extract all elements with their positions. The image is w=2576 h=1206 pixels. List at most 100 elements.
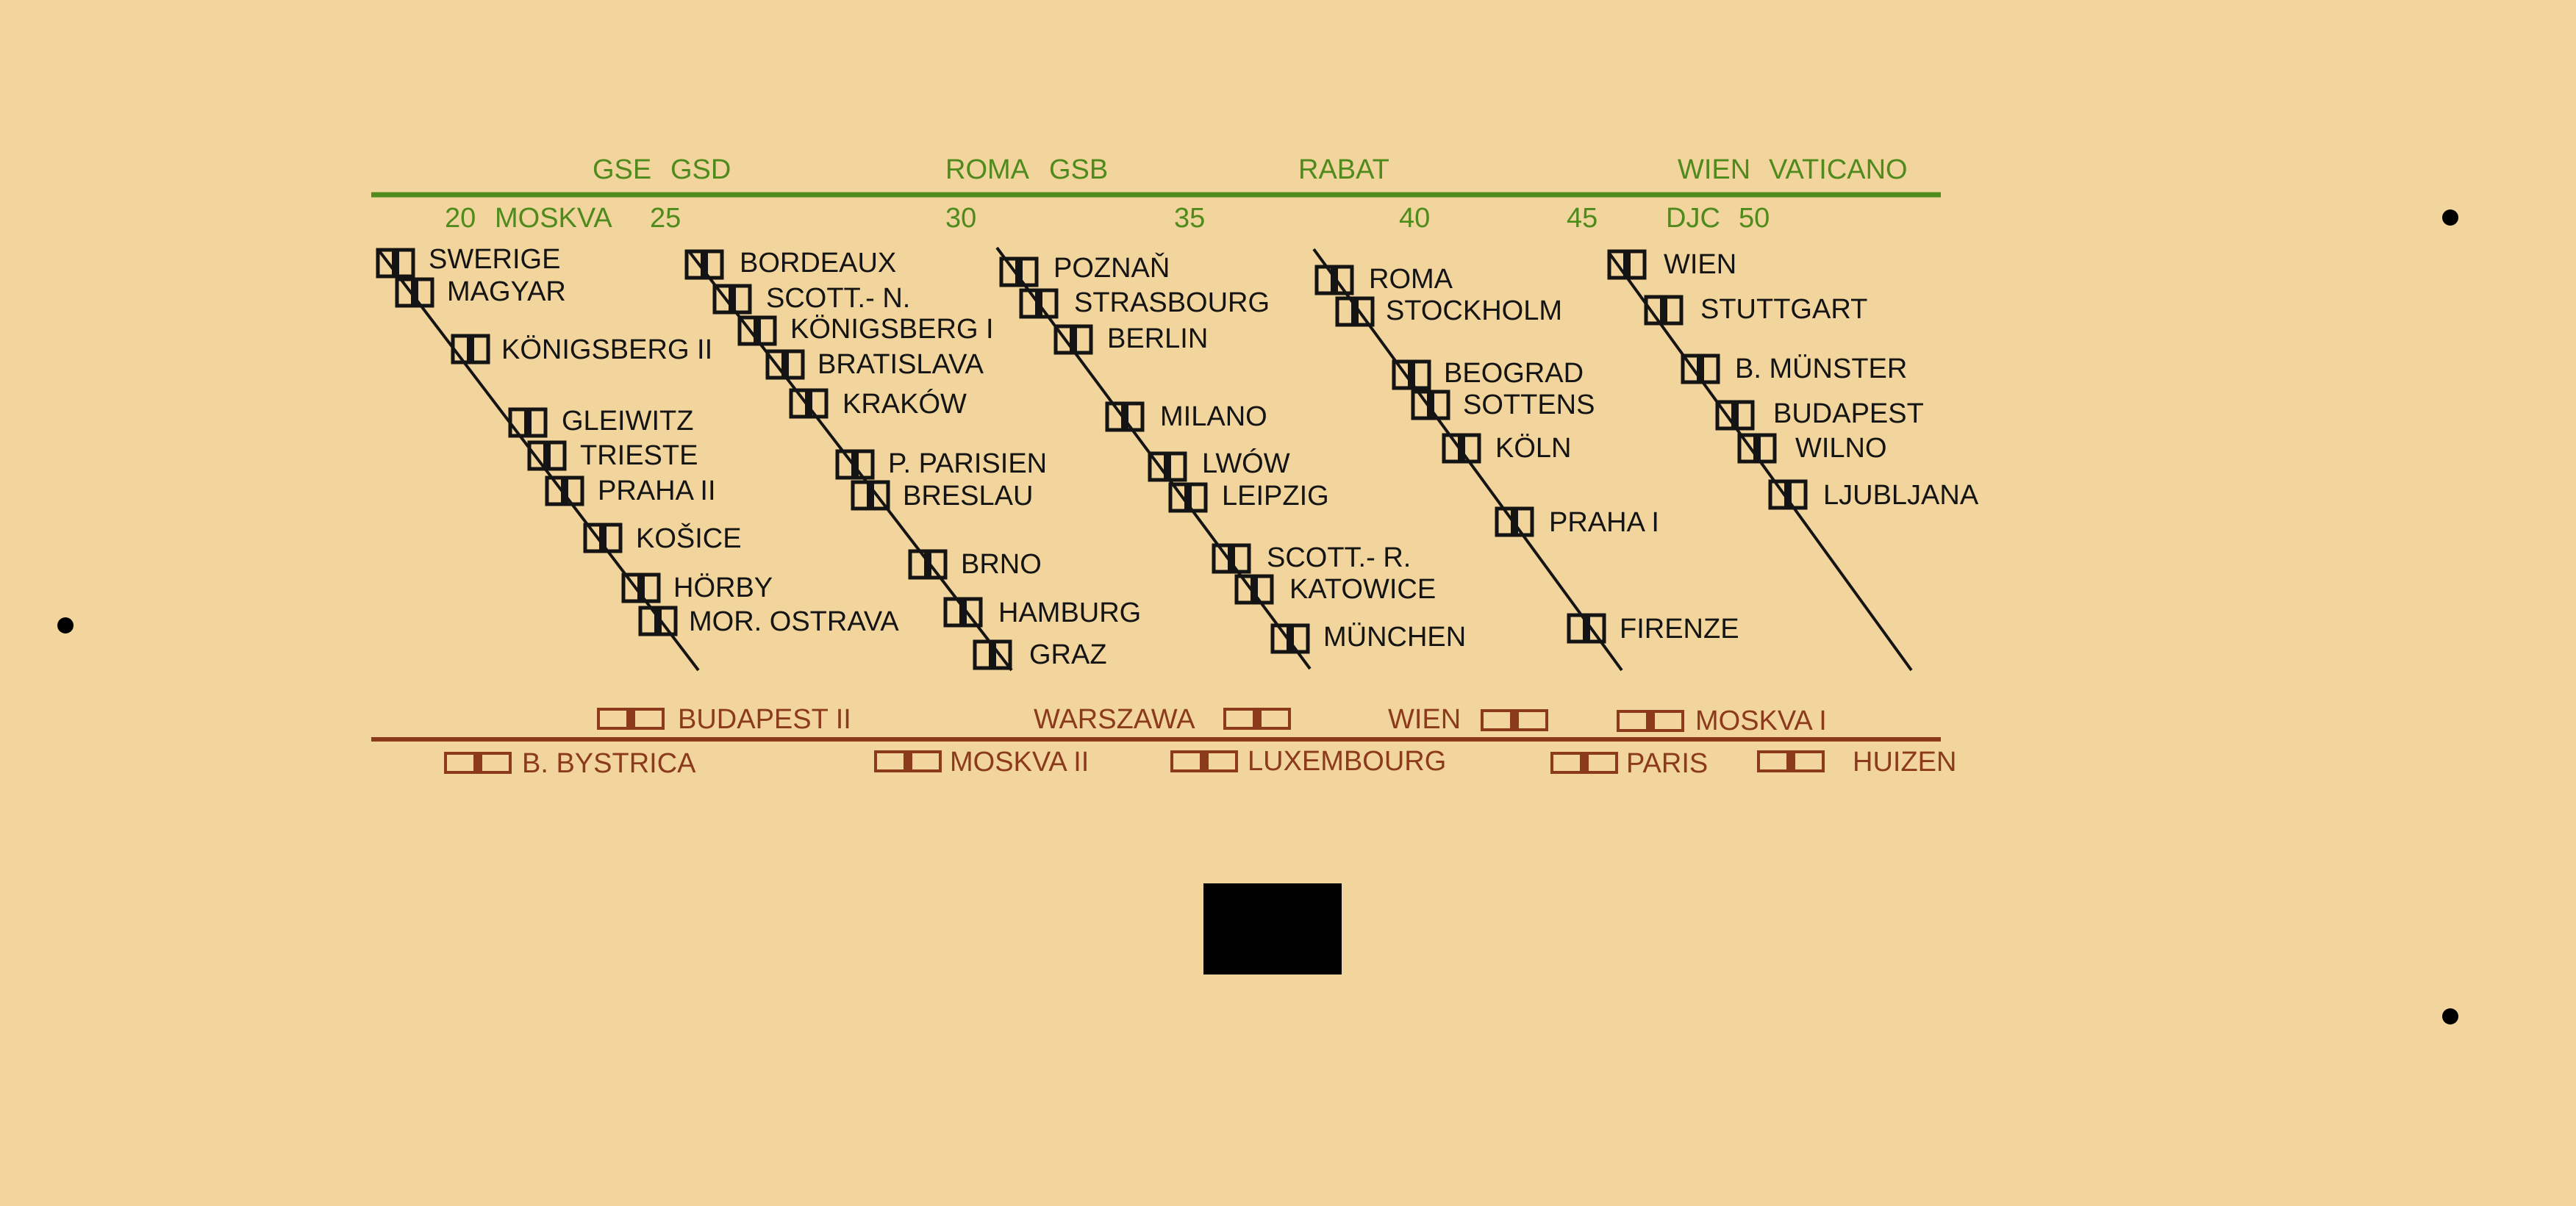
longwave-label: MOSKVA I <box>1695 706 1827 736</box>
station-label: MÜNCHEN <box>1323 622 1466 653</box>
station-label: KOŠICE <box>636 522 742 554</box>
station-label: GLEIWITZ <box>562 406 693 437</box>
station-label: BEOGRAD <box>1444 358 1584 389</box>
station-marker <box>1567 613 1606 644</box>
station-marker <box>376 248 415 279</box>
station-label: KÖNIGSBERG I <box>790 314 994 345</box>
mounting-hole <box>2442 1008 2458 1024</box>
station-marker <box>789 388 829 419</box>
station-label: SCOTT.- N. <box>766 283 910 314</box>
scale-label: 50 <box>1739 203 1770 234</box>
station-label: STOCKHOLM <box>1386 295 1562 326</box>
station-label: SCOTT.- R. <box>1267 542 1411 573</box>
station-marker <box>545 475 584 506</box>
station-marker <box>765 349 805 380</box>
top-label: RABAT <box>1298 154 1389 185</box>
longwave-marker <box>1550 752 1618 774</box>
top-label: GSB <box>1049 154 1108 185</box>
top-label: GSE <box>593 154 651 185</box>
station-label: BRESLAU <box>903 481 1033 512</box>
longwave-marker <box>597 708 665 730</box>
station-marker <box>1105 401 1145 432</box>
top-label: ROMA <box>945 154 1030 185</box>
station-marker <box>684 249 724 280</box>
scale-label: MOSKVA <box>495 203 612 234</box>
station-marker <box>395 277 434 308</box>
station-marker <box>527 440 567 471</box>
longwave-label: LUXEMBOURG <box>1248 746 1446 777</box>
station-label: GRAZ <box>1029 639 1107 670</box>
scale-label: 35 <box>1174 203 1205 234</box>
longwave-marker <box>1170 750 1238 772</box>
longwave-label: MOSKVA II <box>950 747 1089 778</box>
station-label: HAMBURG <box>998 597 1141 628</box>
station-marker <box>943 597 983 628</box>
station-label: WILNO <box>1795 433 1887 464</box>
longwave-marker <box>1757 750 1825 772</box>
station-marker <box>1148 451 1187 482</box>
station-marker <box>1737 433 1777 464</box>
station-label: KÖLN <box>1495 433 1571 464</box>
station-label: ROMA <box>1369 264 1453 295</box>
pointer-window <box>1203 883 1342 975</box>
station-label: STRASBOURG <box>1074 287 1270 318</box>
station-marker <box>583 523 623 553</box>
station-label: STUTTGART <box>1700 294 1867 325</box>
mounting-hole <box>2442 209 2458 226</box>
station-marker <box>999 256 1039 287</box>
mounting-hole <box>57 617 74 633</box>
longwave-marker <box>1617 710 1684 732</box>
station-marker <box>1314 265 1354 295</box>
station-label: LEIPZIG <box>1222 481 1329 512</box>
top-label: GSD <box>670 154 731 185</box>
station-marker <box>451 334 490 365</box>
scale-label: 30 <box>945 203 976 234</box>
station-marker <box>1392 359 1431 390</box>
station-marker <box>1495 506 1534 537</box>
station-marker <box>712 284 752 315</box>
longwave-marker <box>874 750 942 772</box>
station-marker <box>908 549 948 580</box>
scale-label: 45 <box>1567 203 1598 234</box>
longwave-marker <box>1481 709 1548 731</box>
station-marker <box>1681 353 1720 384</box>
station-marker <box>1270 623 1310 654</box>
station-marker <box>1234 574 1274 605</box>
station-label: MOR. OSTRAVA <box>689 606 899 637</box>
station-label: LWÓW <box>1202 448 1290 479</box>
longwave-label: HUIZEN <box>1853 747 1956 778</box>
scale-label: 40 <box>1399 203 1430 234</box>
station-marker <box>1644 295 1684 326</box>
station-label: SWERIGE <box>429 244 560 275</box>
station-marker <box>638 606 678 636</box>
scale-label: 25 <box>650 203 681 234</box>
station-marker <box>835 449 875 480</box>
station-label: PRAHA I <box>1549 507 1659 538</box>
station-label: FIRENZE <box>1620 614 1739 645</box>
station-label: LJUBLJANA <box>1823 480 1979 511</box>
station-label: TRIESTE <box>580 440 698 471</box>
station-marker <box>508 407 548 438</box>
station-label: BRNO <box>961 549 1042 580</box>
station-label: MILANO <box>1160 401 1267 432</box>
station-marker <box>1715 400 1755 431</box>
station-label: KRAKÓW <box>842 388 967 420</box>
station-label: P. PARISIEN <box>888 448 1047 479</box>
longwave-label: BUDAPEST II <box>678 704 851 735</box>
station-label: BRATISLAVA <box>817 349 984 380</box>
station-marker <box>1335 296 1375 327</box>
station-marker <box>1768 479 1808 510</box>
station-marker <box>621 573 661 603</box>
top-label: WIEN <box>1678 154 1750 185</box>
station-marker <box>973 639 1012 670</box>
station-label: BERLIN <box>1107 323 1208 354</box>
station-marker <box>1019 288 1059 319</box>
station-marker <box>1607 249 1647 280</box>
longwave-label: PARIS <box>1626 748 1708 779</box>
station-label: KATOWICE <box>1289 574 1436 605</box>
scale-label: DJC <box>1666 203 1720 234</box>
station-label: PRAHA II <box>598 475 716 506</box>
longwave-label: WIEN <box>1388 704 1461 735</box>
station-label: B. MÜNSTER <box>1735 353 1907 384</box>
